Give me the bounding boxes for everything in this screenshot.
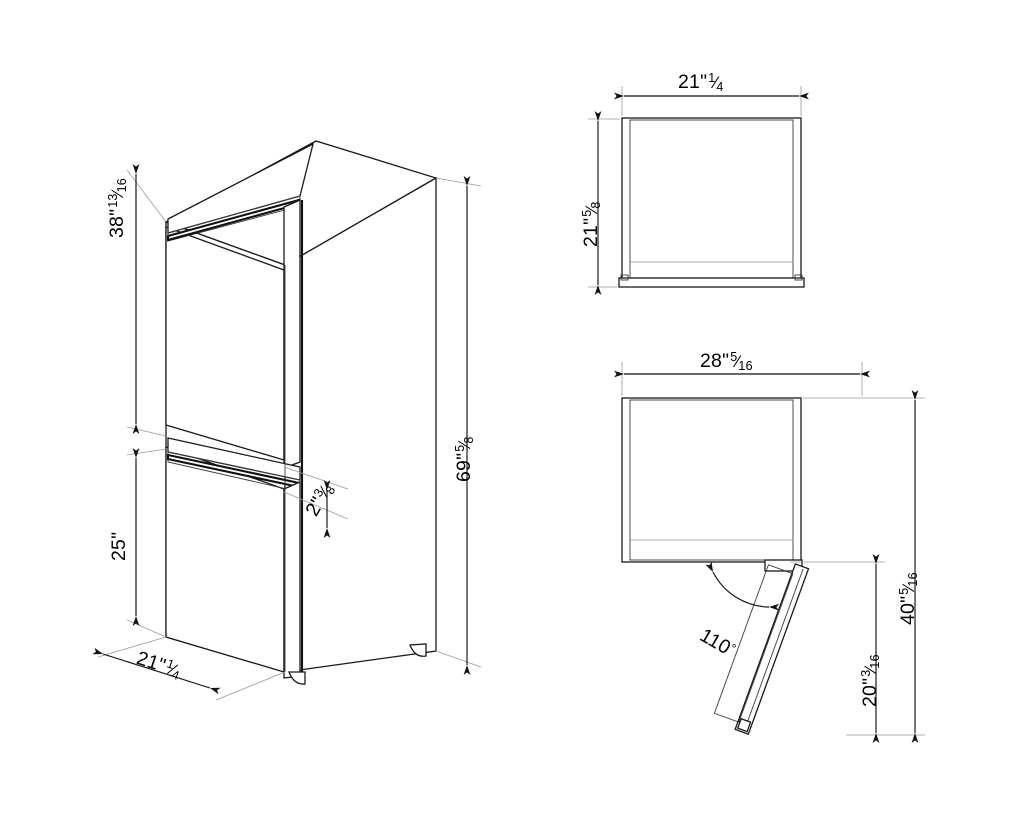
dim-label-swing-total-depth: 40"5⁄16 (897, 572, 920, 625)
cabinet-side-face (284, 176, 437, 673)
foot-front-left (288, 671, 306, 685)
swing-angle-arc (705, 561, 780, 611)
ext-38-top (126, 169, 167, 223)
dim-label-total-height: 69"5⁄8 (453, 436, 476, 482)
lower-door-right-edge (283, 481, 301, 679)
plan-base-foot-left (620, 274, 629, 281)
plan-outer-body (621, 117, 802, 285)
dim-label-swing-width: 28"5⁄16 (700, 350, 753, 373)
opened-door-leaf (713, 563, 810, 735)
ext-69-top (435, 177, 482, 187)
ext-69-bottom (435, 650, 482, 668)
door-leaf-tip (736, 717, 752, 733)
door-leaf-edge-line (743, 568, 804, 731)
isometric-view (92, 140, 482, 701)
dim-label-upper-door-height: 38"13⁄16 (106, 178, 129, 238)
swing-outer-body (621, 397, 802, 563)
ext-25-bottom (126, 619, 167, 638)
door-leaf-body (734, 563, 810, 735)
upper-door-right-edge (283, 199, 301, 469)
swing-inner-body (629, 399, 794, 561)
plan-base-foot-right (794, 274, 803, 281)
dim-depth-line (92, 647, 221, 695)
dim-label-plan-width: 21"1⁄4 (678, 71, 724, 94)
ext-depth-far (215, 671, 286, 701)
dim-label-swing-projection: 20"3⁄16 (859, 654, 882, 707)
top-plan-view (588, 86, 809, 295)
dim-label-lower-door-height: 25" (108, 531, 130, 561)
door-swing-view (614, 362, 925, 743)
plan-base-plinth (618, 277, 805, 288)
dim-label-plan-depth: 21"5⁄8 (580, 201, 603, 247)
ext-25-top (126, 448, 167, 456)
door-leaf-panel (713, 564, 794, 723)
ext-gap-bottom (283, 491, 349, 520)
foot-right (409, 643, 427, 657)
ext-gap-top (283, 466, 349, 490)
ext-38-bottom (126, 426, 167, 437)
